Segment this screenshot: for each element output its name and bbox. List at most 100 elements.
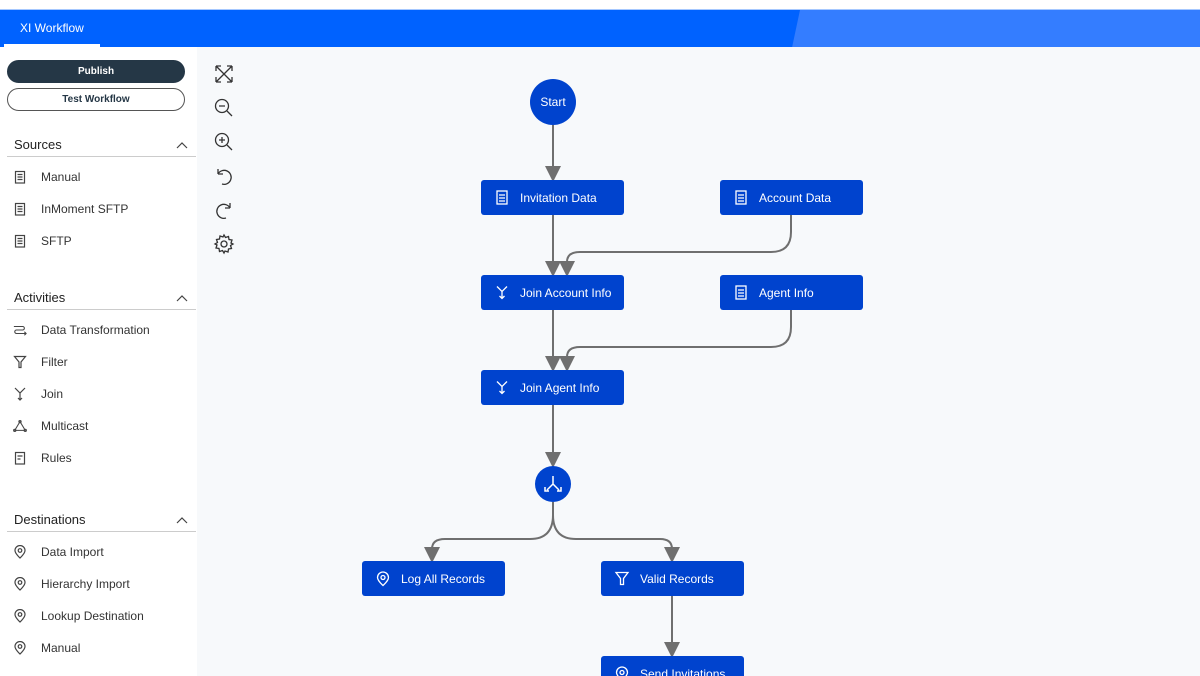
node-label: Join Agent Info [520,381,600,395]
sidebar-item-lookup-destination[interactable]: Lookup Destination [7,600,196,632]
chevron-up-icon[interactable] [176,290,188,305]
clipboard-icon [13,202,27,216]
location-icon [13,577,27,591]
sources-header[interactable]: Sources [7,133,196,157]
multicast-icon [544,476,562,492]
node-label: Agent Info [759,286,814,300]
multicast-icon [13,419,27,433]
sidebar-item-multicast[interactable]: Multicast [7,410,196,442]
item-label: Data Transformation [41,323,150,337]
undo-button[interactable] [213,165,235,187]
item-label: Manual [41,641,81,655]
node-account[interactable]: Account Data [720,180,863,215]
publish-button[interactable]: Publish [7,60,185,83]
node-send[interactable]: Send Invitations [601,656,744,676]
node-label: Send Invitations [640,667,725,676]
item-label: Multicast [41,419,89,433]
clipboard-icon [13,234,27,248]
chevron-up-icon[interactable] [176,137,188,152]
edge-agent-join-agent [559,310,792,372]
top-strip [0,0,1200,10]
item-label: Data Import [41,545,104,559]
sidebar-item-data-transformation[interactable]: Data Transformation [7,314,196,346]
item-label: Manual [41,170,81,184]
location-icon [615,666,629,676]
item-label: Rules [41,451,72,465]
destinations-header[interactable]: Destinations [7,508,196,532]
sidebar-item-join[interactable]: Join [7,378,196,410]
sidebar-item-sftp[interactable]: SFTP [7,225,196,257]
start-label: Start [540,95,566,109]
node-join-agent[interactable]: Join Agent Info [481,370,624,405]
sidebar-item-rules[interactable]: Rules [7,442,196,474]
sidebar-item-manual[interactable]: Manual [7,161,196,193]
node-label: Account Data [759,191,831,205]
canvas-toolbar [213,63,235,267]
location-icon [13,641,27,655]
zoom-in-button[interactable] [213,131,235,153]
settings-icon [213,233,235,255]
header-bar: XI Workflow [0,10,1200,47]
start-node[interactable]: Start [530,79,576,125]
clipboard-icon [496,190,508,205]
sources-title: Sources [14,137,62,152]
item-label: Join [41,387,64,401]
join-icon [496,286,508,300]
node-label: Invitation Data [520,191,597,205]
item-label: InMoment SFTP [41,202,129,216]
node-agent[interactable]: Agent Info [720,275,863,310]
join-icon [13,387,27,401]
edges [424,125,792,658]
sidebar-item-data-import[interactable]: Data Import [7,536,196,568]
node-invitation[interactable]: Invitation Data [481,180,624,215]
location-icon [13,609,27,623]
settings-button[interactable] [213,233,235,255]
zoom-out-button[interactable] [213,97,235,119]
fit-screen-button[interactable] [213,63,235,85]
node-label: Valid Records [640,572,714,586]
activities-title: Activities [14,290,66,305]
rules-icon [13,451,27,465]
zoom-out-icon [214,98,233,117]
clipboard-icon [13,170,27,184]
node-valid[interactable]: Valid Records [601,561,744,596]
edge-account-join-account [559,215,792,277]
sidebar-item-filter[interactable]: Filter [7,346,196,378]
test-workflow-button[interactable]: Test Workflow [7,88,185,111]
multicast-node[interactable] [535,466,571,502]
sidebar-item-hierarchy-import[interactable]: Hierarchy Import [7,568,196,600]
sidebar-item-inmoment-sftp[interactable]: InMoment SFTP [7,193,196,225]
item-label: Lookup Destination [41,609,144,623]
clipboard-icon [735,190,747,205]
edge-multicast-log [424,502,554,563]
location-icon [13,545,27,559]
filter-icon [13,355,27,369]
destinations-title: Destinations [14,512,86,527]
clipboard-icon [735,285,747,300]
item-label: Hierarchy Import [41,577,130,591]
join-icon [496,381,508,395]
sidebar-item-manual[interactable]: Manual [7,632,196,664]
edge-multicast-valid [552,514,680,563]
activities-header[interactable]: Activities [7,286,196,310]
tab-xi-workflow[interactable]: XI Workflow [4,10,100,47]
transform-icon [13,323,27,337]
redo-icon [216,203,231,219]
node-label: Join Account Info [520,286,612,300]
undo-icon [217,169,232,185]
node-join-account[interactable]: Join Account Info [481,275,624,310]
location-icon [376,571,390,587]
node-log[interactable]: Log All Records [362,561,505,596]
item-label: SFTP [41,234,72,248]
filter-icon [614,571,630,586]
zoom-in-icon [214,132,233,151]
fit-screen-icon [215,65,233,83]
node-label: Log All Records [401,572,485,586]
redo-button[interactable] [213,199,235,221]
chevron-up-icon[interactable] [176,512,188,527]
